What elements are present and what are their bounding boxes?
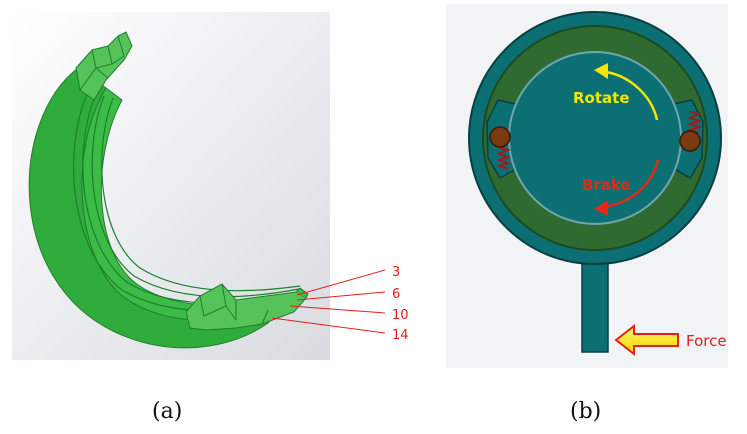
pivot-pin-right <box>679 130 701 152</box>
brake-label: Brake <box>582 176 631 194</box>
top-end-block <box>75 31 133 101</box>
leader-line-14 <box>271 317 386 334</box>
panel-b: Rotate Brake Force (b) <box>446 4 728 424</box>
layer-line-4 <box>101 97 301 292</box>
spring-left <box>495 147 512 170</box>
layer-label-10: 10 <box>392 308 409 323</box>
brake-arrowhead <box>594 200 608 216</box>
layer-line-3 <box>91 95 300 298</box>
panel-a: 3 6 10 14 (a) <box>12 12 409 424</box>
layer-label-3: 3 <box>392 265 400 280</box>
layer-label-6: 6 <box>392 287 400 302</box>
caption-a: (a) <box>152 399 182 424</box>
spring-right <box>686 111 703 134</box>
leader-line-10 <box>289 305 386 314</box>
force-label: Force <box>686 332 727 350</box>
rotate-arrowhead <box>594 63 608 79</box>
caption-b: (b) <box>570 399 601 424</box>
layer-label-14: 14 <box>392 328 409 343</box>
pivot-pin-left <box>489 126 511 148</box>
rotate-arrow <box>605 70 659 121</box>
rotor <box>508 51 682 225</box>
leader-line-3 <box>296 269 386 296</box>
leader-line-6 <box>296 291 386 301</box>
force-arrow <box>614 323 679 357</box>
lever-arm <box>581 247 609 353</box>
rotate-label: Rotate <box>573 89 630 107</box>
brake-arrow <box>603 159 660 209</box>
